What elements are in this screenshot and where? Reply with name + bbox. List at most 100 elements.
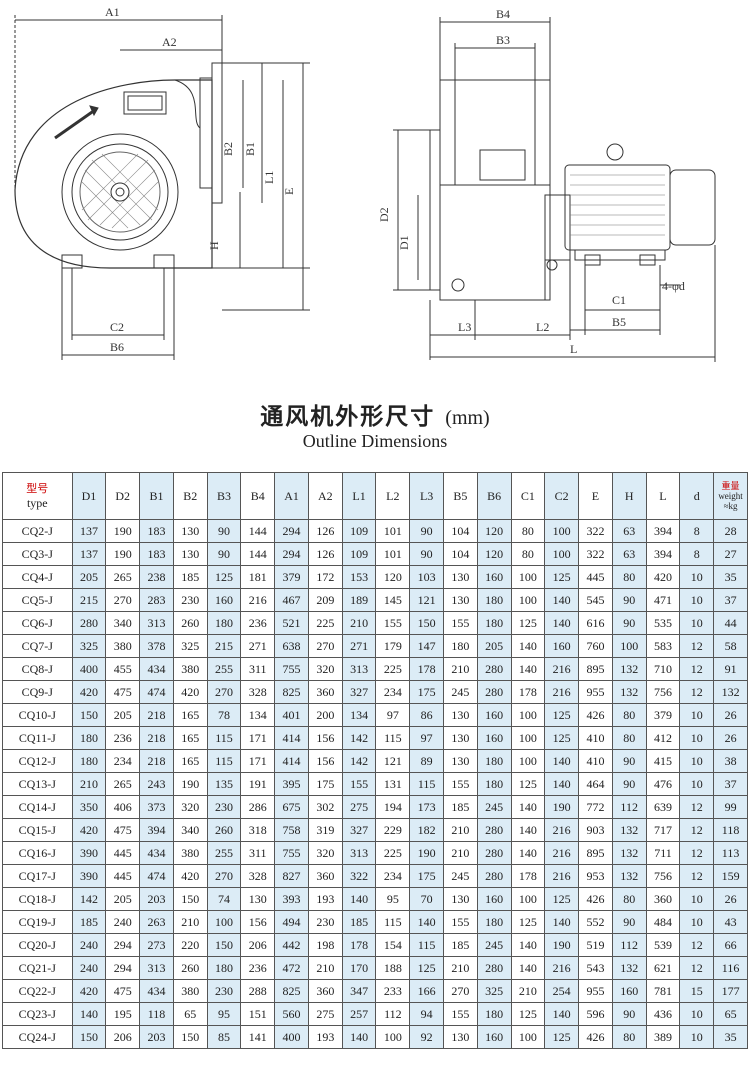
dimension-cell: 37 [713,772,748,796]
label-C1: C1 [612,293,626,307]
dimension-cell: 89 [409,749,444,773]
dimension-cell: 80 [611,1025,647,1049]
dimension-cell: 185 [443,795,478,819]
label-L2: L2 [536,320,549,334]
dimension-cell: 140 [510,841,546,865]
dimension-cell: 955 [578,979,613,1003]
dimension-cell: 380 [105,634,141,658]
dimension-cell: 155 [443,772,478,796]
dimension-cell: 313 [139,956,174,980]
dimension-cell: 539 [645,933,681,957]
dimension-cell: 15 [679,979,715,1003]
dimension-cell: 171 [240,749,276,773]
dimension-cell: 103 [409,565,444,589]
dimension-cell: 141 [240,1025,276,1049]
dimension-cell: 10 [679,887,715,911]
dimension-cell: 100 [510,749,546,773]
dimension-cell: 426 [578,703,613,727]
dimension-cell: 125 [510,772,546,796]
dimension-cell: 90 [611,749,647,773]
model-cell: CQ17-J [2,864,73,888]
model-cell: CQ19-J [2,910,73,934]
dimension-cell: 270 [105,588,141,612]
dimension-cell: 90 [611,910,647,934]
dimension-cell: 255 [206,657,242,681]
dimension-cell: 121 [375,749,411,773]
dimension-cell: 190 [172,772,208,796]
dimension-cell: 215 [206,634,242,658]
model-cell: CQ5-J [2,588,73,612]
dimension-cell: 63 [611,542,647,566]
label-4-phi-d: 4-φd [662,279,685,293]
column-header-C1: C1 [510,472,546,520]
dimension-cell: 145 [375,588,411,612]
dimension-cell: 616 [578,611,613,635]
dimension-cell: 140 [510,956,546,980]
dimension-cell: 238 [139,565,174,589]
dimension-cell: 760 [578,634,613,658]
dimension-cell: 717 [645,818,681,842]
dimension-cell: 65 [713,1002,748,1026]
dimension-cell: 80 [510,519,546,543]
dimension-cell: 12 [679,680,715,704]
dimension-cell: 406 [105,795,141,819]
dimension-cell: 80 [611,726,647,750]
model-cell: CQ11-J [2,726,73,750]
dimension-cell: 583 [645,634,681,658]
dimension-cell: 183 [139,542,174,566]
dimension-cell: 420 [71,818,107,842]
dimension-cell: 160 [544,634,580,658]
dimension-cell: 420 [645,565,681,589]
dimension-cell: 210 [172,910,208,934]
label-L1: L1 [262,171,276,184]
model-cell: CQ6-J [2,611,73,635]
model-cell: CQ9-J [2,680,73,704]
dimension-cell: 230 [206,795,242,819]
dimension-cell: 210 [307,956,343,980]
dimension-cell: 130 [443,565,478,589]
title-english: Outline Dimensions [302,431,448,451]
dimension-cell: 140 [544,910,580,934]
dimension-cell: 270 [206,680,242,704]
dimension-cell: 125 [510,1002,546,1026]
dimension-cell: 220 [172,933,208,957]
dimension-cell: 340 [172,818,208,842]
dimension-cell: 80 [611,887,647,911]
dimension-cell: 160 [476,726,512,750]
dimension-cell: 476 [645,772,681,796]
dimension-cell: 210 [443,841,478,865]
dimension-cell: 180 [476,1002,512,1026]
dimension-cell: 10 [679,772,715,796]
dimension-cell: 638 [274,634,309,658]
dimension-cell: 10 [679,703,715,727]
model-cell: CQ4-J [2,565,73,589]
dimension-cell: 327 [341,818,377,842]
dimension-cell: 118 [713,818,748,842]
dimension-cell: 294 [274,519,309,543]
dimension-cell: 474 [139,680,174,704]
dimension-cell: 390 [71,841,107,865]
dimension-cell: 265 [105,565,141,589]
dimension-cell: 189 [341,588,377,612]
dimension-cell: 255 [206,841,242,865]
dimension-cell: 80 [611,703,647,727]
dimension-cell: 126 [307,542,343,566]
type-header-en: type [26,495,48,510]
dimension-cell: 390 [71,864,107,888]
dimension-cell: 120 [476,519,512,543]
dimension-cell: 100 [510,1025,546,1049]
dimension-cell: 100 [544,542,580,566]
dimension-cell: 95 [375,887,411,911]
dimension-cell: 271 [240,634,276,658]
dimension-cell: 12 [679,634,715,658]
column-header-B1: B1 [139,472,174,520]
dimension-cell: 215 [71,588,107,612]
dimension-cell: 100 [544,519,580,543]
label-B1: B1 [243,142,257,156]
dimension-cell: 190 [409,841,444,865]
title-chinese: 通风机外形尺寸 (mm) [0,397,750,431]
